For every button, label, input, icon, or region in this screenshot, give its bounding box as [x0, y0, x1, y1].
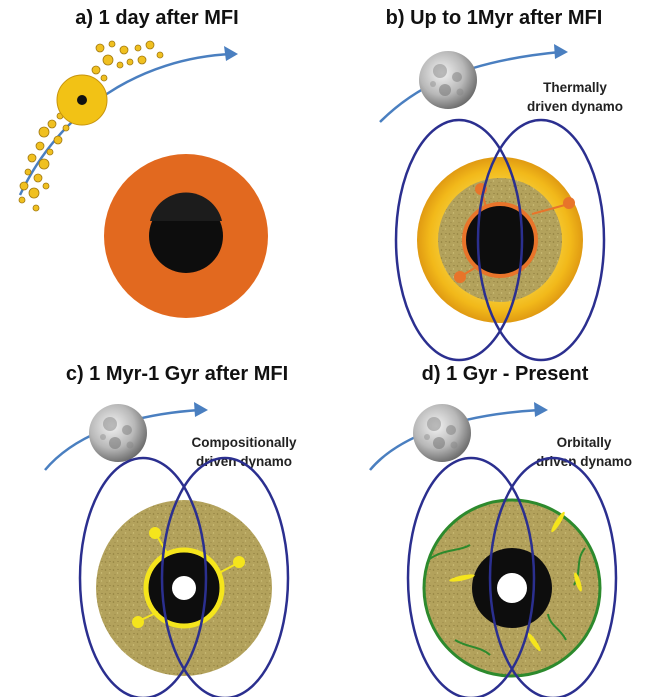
- panel-c-label-line1: Compositionally: [191, 435, 296, 450]
- panel-a-title: a) 1 day after MFI: [75, 7, 238, 29]
- moon-icon: [419, 51, 477, 109]
- panel-b-label-line1: Thermally: [543, 80, 607, 95]
- moon-icon: [413, 404, 471, 462]
- panel-d-label-line1: Orbitally: [557, 435, 612, 450]
- molten-moon-cross-section: [104, 154, 268, 318]
- panel-b: b) Up to 1Myr after MFI Thermally driven…: [380, 7, 623, 360]
- present-day-cross-section: [424, 500, 600, 676]
- thermal-dynamo-cross-section: [417, 157, 583, 323]
- panel-d-title: d) 1 Gyr - Present: [422, 363, 589, 385]
- compositional-dynamo-cross-section: [96, 500, 272, 676]
- panel-b-title: b) Up to 1Myr after MFI: [386, 7, 603, 29]
- moon-icon: [89, 404, 147, 462]
- panel-a: a) 1 day after MFI: [19, 7, 268, 318]
- arrowhead-icon: [534, 402, 548, 417]
- proto-moon-core-icon: [77, 95, 87, 105]
- panel-b-label-line2: driven dynamo: [527, 99, 623, 114]
- arrowhead-icon: [554, 44, 568, 59]
- panel-d: d) 1 Gyr - Present Orbitally driven dyna…: [370, 363, 632, 697]
- panel-d-label-line2: driven dynamo: [536, 454, 632, 469]
- panel-c: c) 1 Myr-1 Gyr after MFI Compositionally…: [45, 363, 297, 697]
- arrowhead-icon: [194, 402, 208, 417]
- panel-c-title: c) 1 Myr-1 Gyr after MFI: [66, 363, 288, 385]
- arrowhead-icon: [224, 46, 238, 61]
